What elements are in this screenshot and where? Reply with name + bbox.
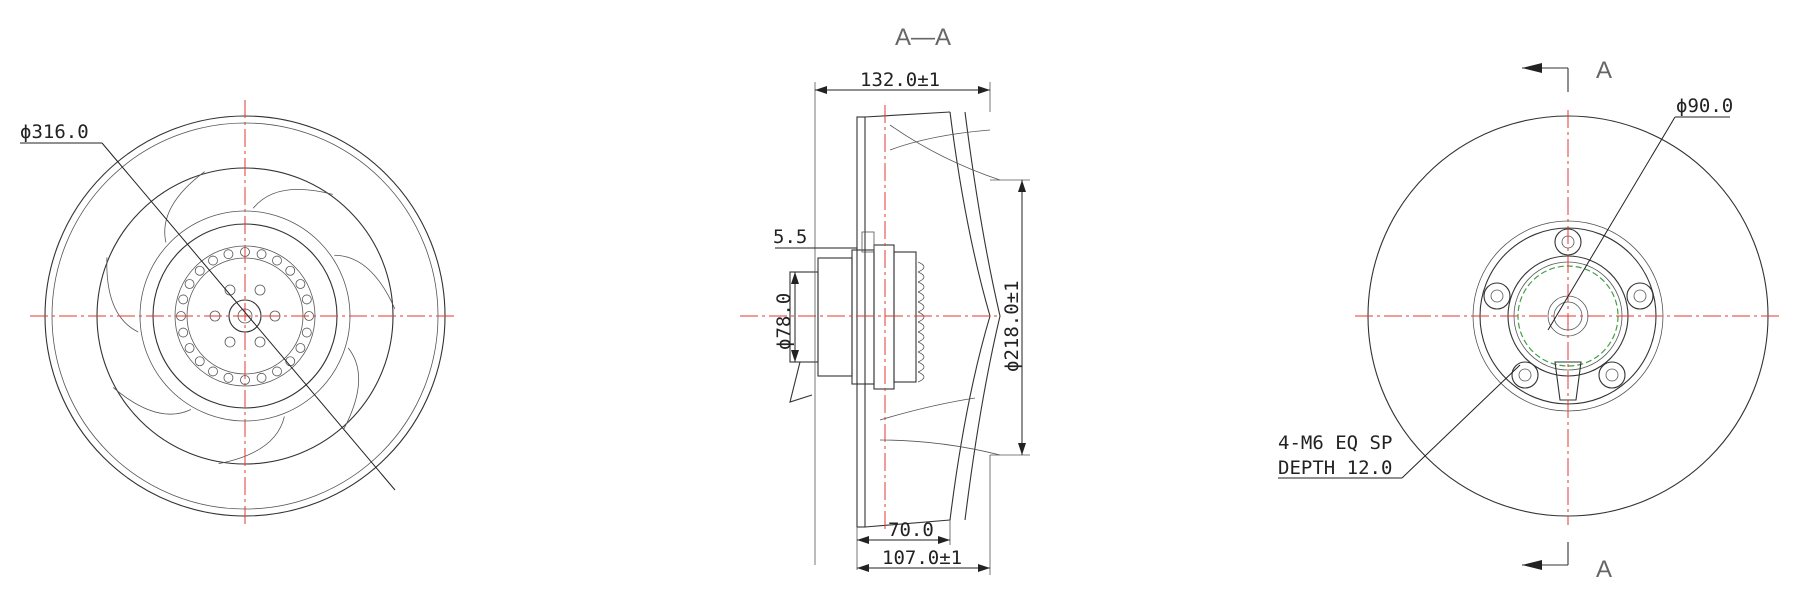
blade-curve bbox=[112, 387, 192, 415]
thread-spec-line2: DEPTH 12.0 bbox=[1278, 457, 1392, 479]
rear-view: A A ϕ90.0 4-M6 EQ SP DEPTH 12.0 bbox=[1278, 57, 1780, 583]
blade-curve bbox=[218, 416, 285, 465]
mount-hole-icon bbox=[1605, 368, 1619, 382]
vent-hole-icon bbox=[295, 279, 306, 289]
blade-curve bbox=[164, 171, 205, 243]
fin-arc bbox=[917, 311, 925, 323]
hub-diameter-label: ϕ90.0 bbox=[1676, 95, 1733, 117]
thread-spec-line1: 4-M6 EQ SP bbox=[1278, 432, 1392, 454]
fin-arc bbox=[917, 351, 925, 363]
fin-arc bbox=[917, 261, 925, 273]
impeller-blades bbox=[106, 171, 396, 465]
vent-hole-icon bbox=[256, 372, 267, 383]
flange-offset-label: 5.5 bbox=[773, 226, 807, 248]
section-title: A—A bbox=[895, 24, 951, 51]
mounting-holes bbox=[1483, 228, 1654, 389]
blade-curve bbox=[343, 347, 359, 429]
bolt-hole-icon bbox=[224, 336, 236, 348]
vent-hole-icon bbox=[301, 294, 312, 305]
blade-curve bbox=[106, 257, 139, 333]
fin-arc bbox=[917, 281, 925, 293]
blade-curve bbox=[334, 254, 396, 310]
bolt-hole-icon bbox=[254, 284, 266, 296]
mount-boss-icon bbox=[1598, 361, 1626, 389]
mount-boss-icon bbox=[1626, 282, 1654, 310]
vent-hole-icon bbox=[223, 249, 234, 260]
blade-curve bbox=[252, 189, 333, 209]
fin-arc bbox=[917, 271, 925, 283]
mount-boss-icon bbox=[1511, 361, 1539, 389]
section-mark-top: A bbox=[1596, 57, 1612, 84]
mount-boss-icon bbox=[1483, 282, 1511, 310]
fin-arc bbox=[917, 371, 925, 383]
front-view: ϕ316.0 bbox=[20, 100, 455, 525]
vent-hole-icon bbox=[178, 327, 189, 338]
section-view: A—A 132.0±1 5.5 bbox=[740, 24, 1030, 575]
inlet-diameter-label: ϕ218.0±1 bbox=[1001, 280, 1023, 372]
fin-arc bbox=[917, 301, 925, 313]
vent-hole-icon bbox=[301, 327, 312, 338]
vent-hole-icon bbox=[285, 356, 296, 367]
vent-hole-icon bbox=[184, 279, 195, 289]
vent-hole-icon bbox=[223, 372, 234, 383]
vent-hole-icon bbox=[272, 255, 282, 266]
fin-arc bbox=[917, 341, 925, 353]
bolt-hole-icon bbox=[254, 336, 266, 348]
mount-hole-icon bbox=[1518, 368, 1532, 382]
mount-depth-a-label: 70.0 bbox=[888, 519, 934, 541]
vent-hole-icon bbox=[194, 356, 205, 367]
vent-hole-icon bbox=[178, 294, 189, 305]
mount-hole-icon bbox=[1633, 289, 1647, 303]
vent-hole-icon bbox=[256, 249, 267, 260]
vent-hole-icon bbox=[272, 366, 282, 377]
mount-hole-icon bbox=[1490, 289, 1504, 303]
vent-hole-icon bbox=[295, 343, 306, 353]
section-mark-bottom: A bbox=[1596, 556, 1612, 583]
fin-arc bbox=[917, 291, 925, 303]
overall-depth-label: 132.0±1 bbox=[860, 69, 940, 91]
vent-hole-icon bbox=[208, 255, 218, 266]
vent-hole-icon bbox=[285, 265, 296, 276]
mount-depth-b-label: 107.0±1 bbox=[882, 547, 962, 569]
motor-diameter-label: ϕ78.0 bbox=[773, 293, 795, 350]
vent-hole-icon bbox=[184, 343, 195, 353]
outer-diameter-label: ϕ316.0 bbox=[20, 121, 89, 143]
rotor-fins bbox=[917, 261, 925, 383]
vent-hole-icon bbox=[208, 366, 218, 377]
vent-hole-icon bbox=[194, 265, 205, 276]
fin-arc bbox=[917, 321, 925, 333]
fin-arc bbox=[917, 361, 925, 373]
fin-arc bbox=[917, 331, 925, 343]
